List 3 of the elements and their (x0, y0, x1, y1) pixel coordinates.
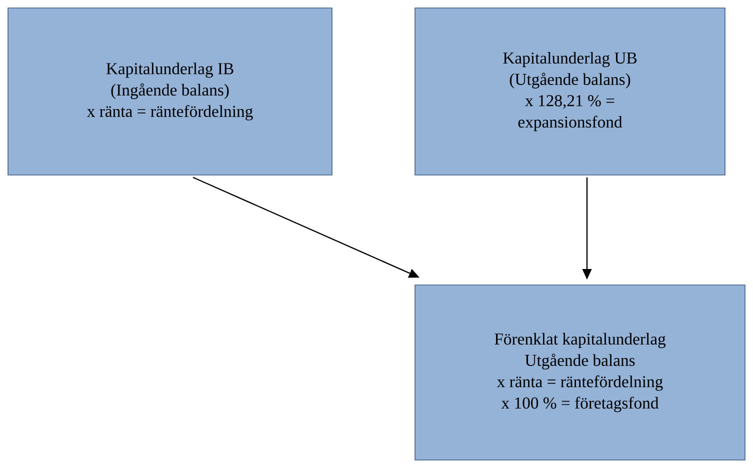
text-box: Förenklat kapitalunderlag Utgående balans x ränta = räntefördelning x 100 % = företagsfond (414, 284, 746, 460)
text-box: Kapitalunderlag UB (Utgående balans) x 128,21 % = expansionsfond (414, 8, 726, 176)
text-box: Kapitalunderlag IB (Ingående balans) x ränta = räntefördelning (8, 8, 332, 176)
